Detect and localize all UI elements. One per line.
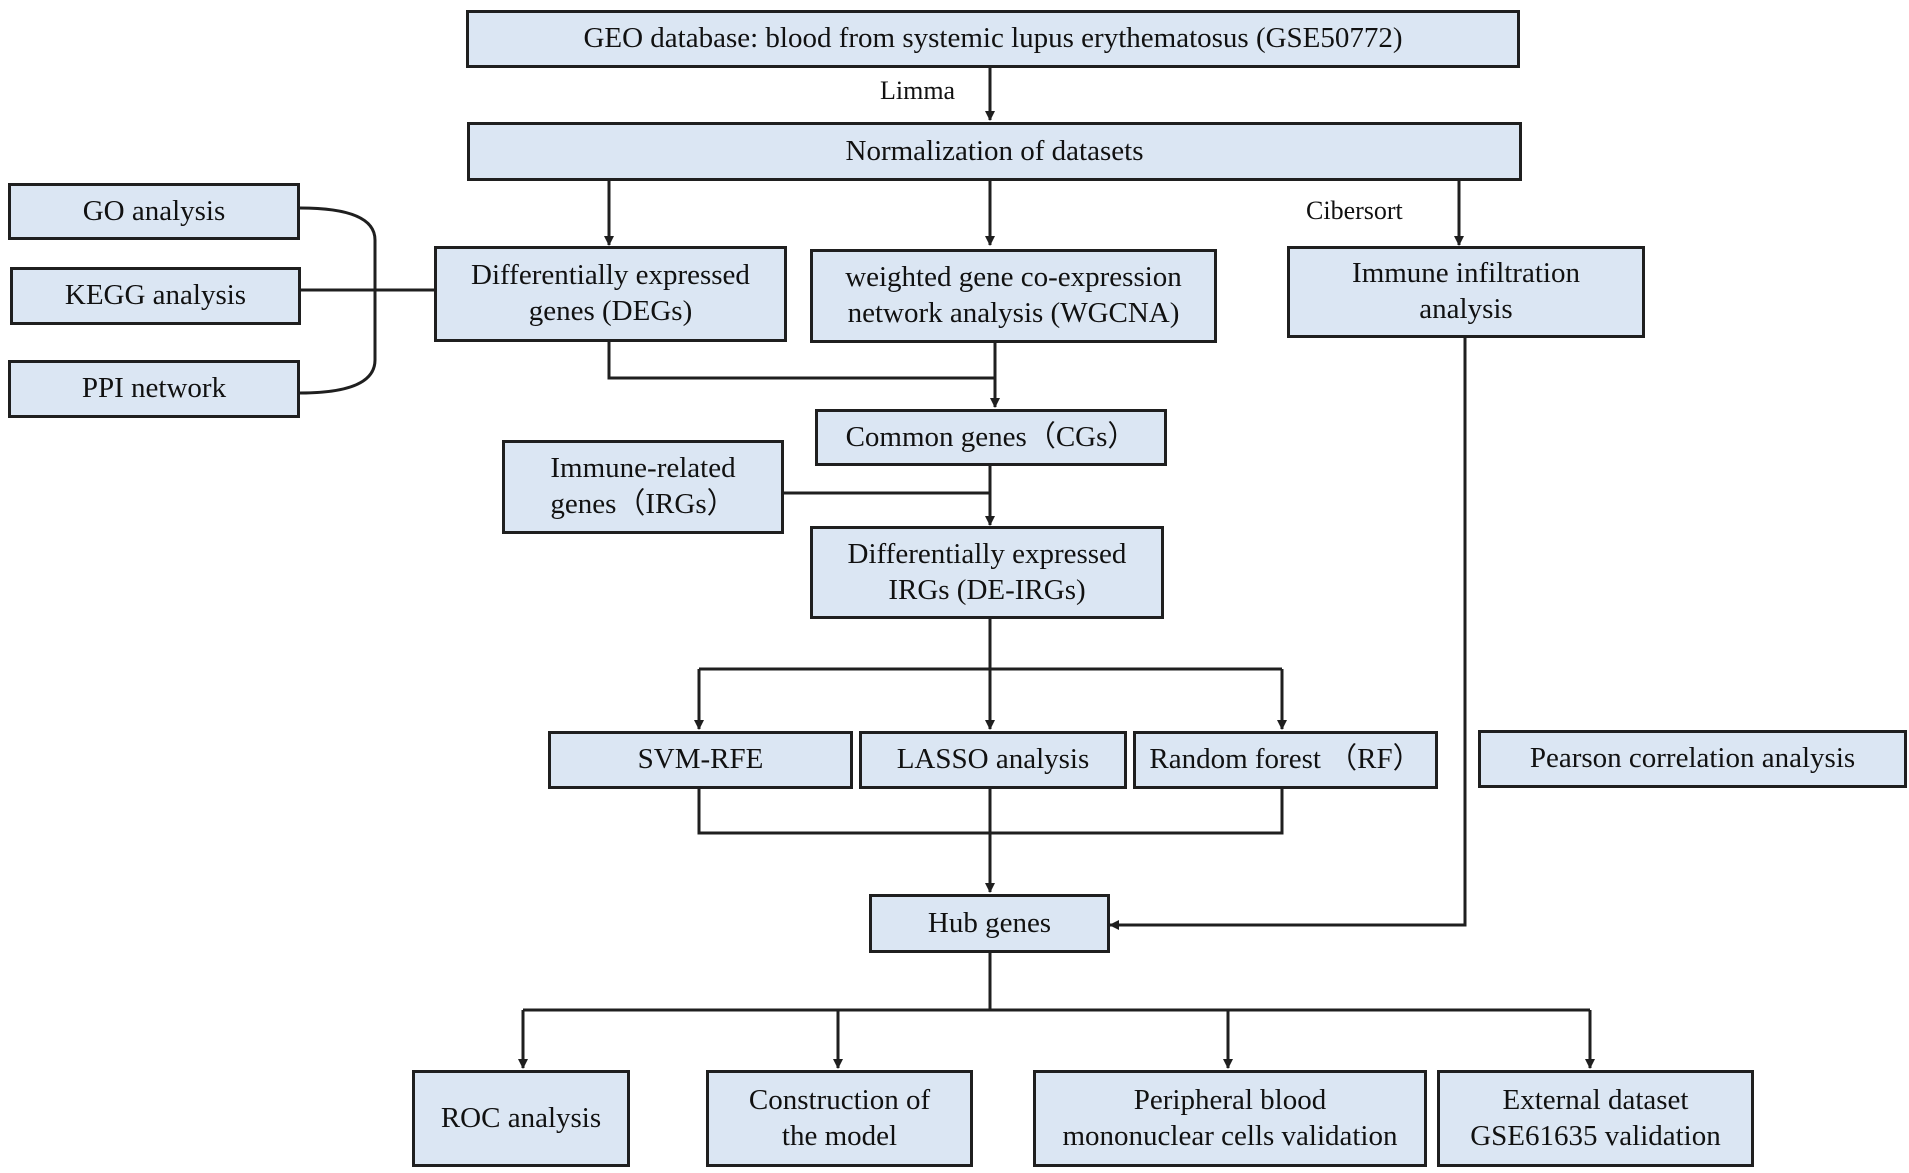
external-dataset-box: External dataset GSE61635 validation <box>1437 1070 1754 1167</box>
cibersort-label: Cibersort <box>1306 196 1403 225</box>
wgcna-box: weighted gene co-expression network anal… <box>810 249 1217 343</box>
normalization-box: Normalization of datasets <box>467 122 1522 181</box>
degs-box: Differentially expressed genes (DEGs) <box>434 246 787 342</box>
kegg-analysis-box: KEGG analysis <box>10 267 301 325</box>
bracket-go-kegg-ppi <box>299 206 377 395</box>
common-genes-box: Common genes（CGs） <box>815 409 1167 466</box>
svm-rfe-box: SVM-RFE <box>548 731 853 789</box>
random-forest-box: Random forest （RF） <box>1133 731 1438 789</box>
construction-model-box: Construction of the model <box>706 1070 973 1167</box>
immune-related-genes-box: Immune-related genes（IRGs） <box>502 440 784 534</box>
pbmc-validation-box: Peripheral blood mononuclear cells valid… <box>1033 1070 1427 1167</box>
lasso-analysis-box: LASSO analysis <box>859 731 1127 789</box>
pearson-correlation-box: Pearson correlation analysis <box>1478 730 1907 788</box>
geo-database-box: GEO database: blood from systemic lupus … <box>466 10 1520 68</box>
line-degs-down <box>607 342 995 380</box>
de-irgs-box: Differentially expressed IRGs (DE-IRGs) <box>810 526 1164 619</box>
limma-label: Limma <box>880 76 956 105</box>
ppi-network-box: PPI network <box>8 360 300 418</box>
go-analysis-box: GO analysis <box>8 183 300 240</box>
immune-infiltration-box: Immune infiltration analysis <box>1287 246 1645 338</box>
arrow-immune-to-hub <box>1109 337 1467 930</box>
roc-analysis-box: ROC analysis <box>412 1070 630 1167</box>
hub-genes-box: Hub genes <box>869 894 1110 953</box>
